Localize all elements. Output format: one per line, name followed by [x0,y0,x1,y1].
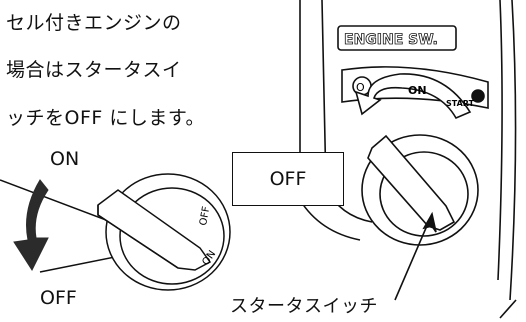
stray-stroke [499,299,517,319]
off-callout-box: OFF [232,152,344,206]
dial-off-label: OFF [198,205,212,226]
knob-diagram [0,173,231,291]
pos-start-label: START [446,99,475,108]
off-callout-text: OFF [269,168,307,190]
key-handle [367,134,456,231]
instruction-line-2: 場合はスタータスイ [6,59,182,81]
knob-inner-rim [119,187,225,285]
starter-switch-label: スタータスイッチ [230,296,378,317]
rotate-arrow-icon [13,179,49,272]
engine-sw-plate [337,25,457,51]
instruction-line-3: ッチをOFF にします。 [6,107,205,129]
instruction-line-1: セル付きエンジンの [6,12,182,34]
pos-start-dot [471,89,485,103]
off-label: OFF [40,287,77,309]
pointer-arrowhead-icon [422,211,437,233]
pos-on-label: ON [408,84,427,97]
key-switch-rim [379,151,469,237]
knob-handle-edge [97,205,179,269]
turn-to-off-arrow-icon [354,73,472,120]
on-label: ON [50,148,80,170]
engine-sw-title: ENGINE SW. [344,32,438,48]
housing-right-edge [497,0,503,281]
housing-right-edge-2 [509,0,517,301]
pos-off-label: O [356,81,365,94]
